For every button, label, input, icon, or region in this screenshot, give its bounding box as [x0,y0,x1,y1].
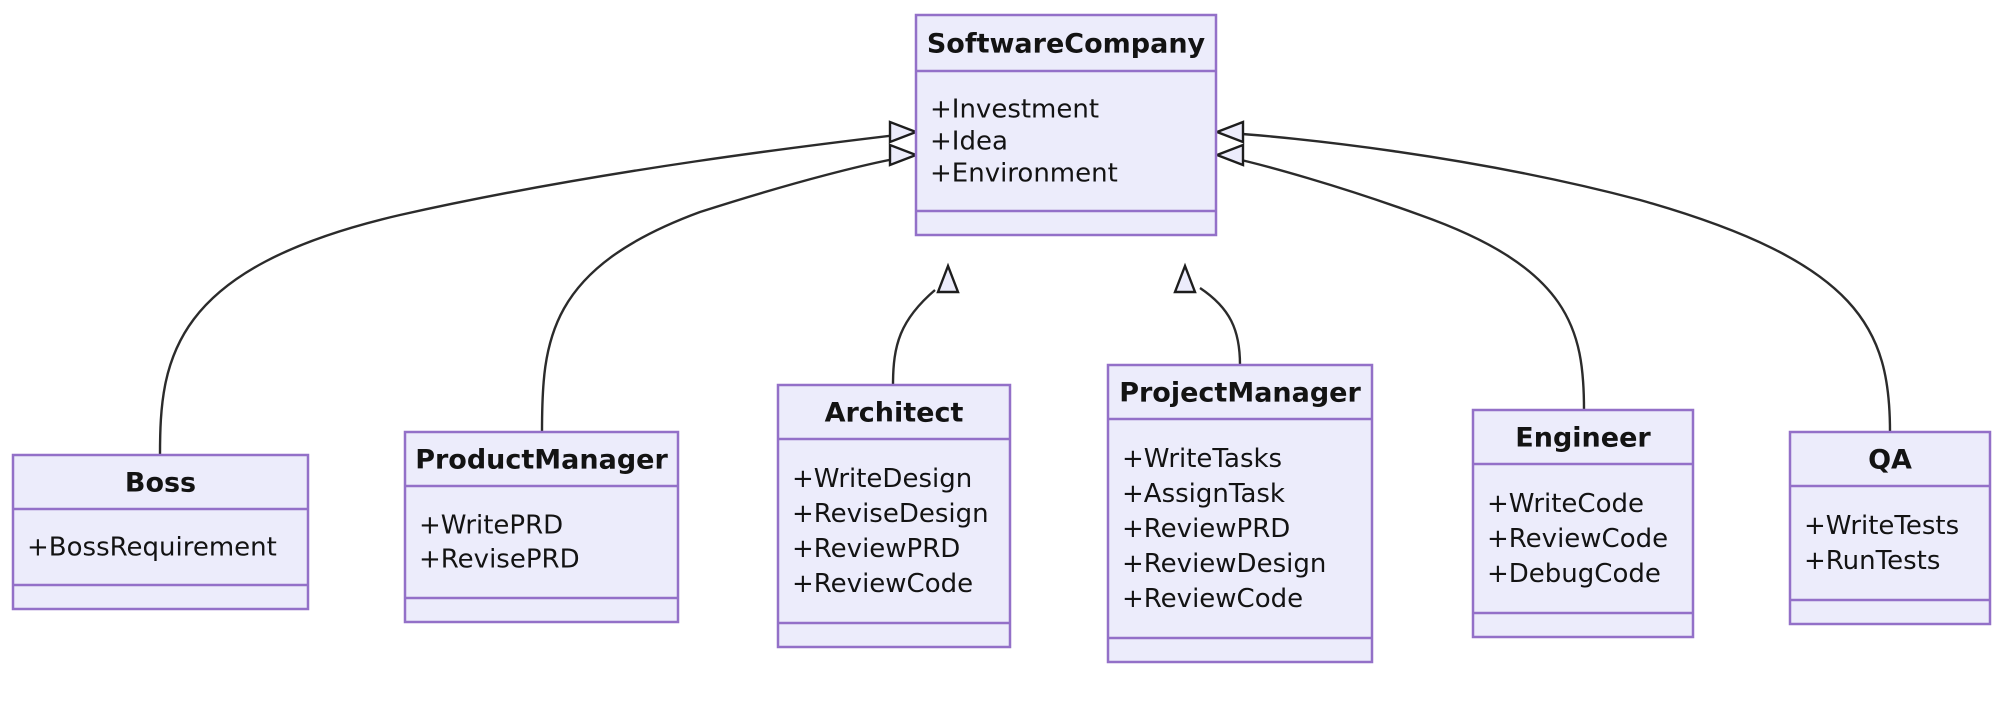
generalization-edge-qa [1213,120,1892,433]
edge-path [1227,131,1892,433]
class-attribute-label: +WritePRD [419,511,563,541]
class-name-label: SoftwareCompany [927,29,1206,60]
generalization-edge-boss [158,120,920,456]
class-box-frame [11,453,310,611]
class-attribute-label: +ReviewPRD [1122,514,1290,544]
generalization-edge-engineer [1213,143,1586,411]
class-attribute-label: +ReviewCode [792,569,973,599]
class-box-frame [1788,430,1992,626]
class-attribute-label: +Investment [930,95,1099,125]
edge-path [1227,155,1586,411]
class-attribute-label: +AssignTask [1122,479,1285,509]
class-box-architect[interactable]: Architect +WriteDesign +ReviseDesign +Revie… [776,383,1012,649]
class-box-boss[interactable]: Boss +BossRequirement [11,453,310,611]
edge-path [891,289,936,386]
generalization-arrowhead-icon [1213,120,1245,144]
generalization-arrowhead-icon [936,262,960,294]
edge-path [1199,287,1242,366]
edges-layer [158,120,1892,456]
class-box-qa[interactable]: QA +WriteTests +RunTests [1788,430,1992,626]
generalization-edge-architect [891,262,960,386]
class-name-label: ProductManager [415,445,668,476]
class-attribute-label: +DebugCode [1487,559,1661,589]
class-name-label: Engineer [1515,423,1651,454]
class-box-frame [776,383,1012,649]
class-attribute-label: +ReviewCode [1487,524,1668,554]
edge-path [540,155,906,433]
class-box-frame [1106,363,1374,664]
generalization-arrowhead-icon [1213,143,1245,167]
generalization-arrowhead-icon [888,143,920,167]
class-attribute-label: +RunTests [1804,546,1940,576]
class-box-product-manager[interactable]: ProductManager +WritePRD +RevisePRD [403,430,680,624]
class-attribute-label: +ReviewPRD [792,534,960,564]
generalization-arrowhead-icon [888,120,920,144]
class-box-frame [403,430,680,624]
class-attribute-label: +ReviewDesign [1122,549,1326,579]
class-box-frame [914,13,1218,237]
class-attribute-label: +WriteTests [1804,511,1959,541]
class-attribute-label: +WriteDesign [792,464,972,494]
class-box-software-company[interactable]: SoftwareCompany +Investment+Idea+Environm… [914,13,1218,237]
class-attribute-label: +ReviewCode [1122,584,1303,614]
edge-path [158,132,906,456]
class-attribute-label: +BossRequirement [27,533,277,563]
class-name-label: QA [1868,445,1912,476]
class-name-label: Architect [825,398,964,429]
class-name-label: Boss [125,468,196,499]
generalization-edge-projectmanager [1173,262,1242,366]
classes-layer: SoftwareCompany +Investment+Idea+Environm… [11,13,1992,664]
class-attribute-label: +WriteCode [1487,489,1644,519]
class-box-engineer[interactable]: Engineer +WriteCode +ReviewCode +DebugCode [1471,408,1695,639]
class-name-label: ProjectManager [1119,378,1361,409]
class-attribute-label: +Idea [930,127,1008,157]
class-attribute-label: +Environment [930,159,1118,189]
class-attribute-label: +WriteTasks [1122,444,1282,474]
class-attribute-label: +ReviseDesign [792,499,989,529]
class-box-project-manager[interactable]: ProjectManager +WriteTasks +AssignTask +Rev… [1106,363,1374,664]
generalization-arrowhead-icon [1173,262,1197,294]
generalization-edge-productmanager [540,143,920,433]
class-box-frame [1471,408,1695,639]
class-attribute-label: +RevisePRD [419,545,580,575]
